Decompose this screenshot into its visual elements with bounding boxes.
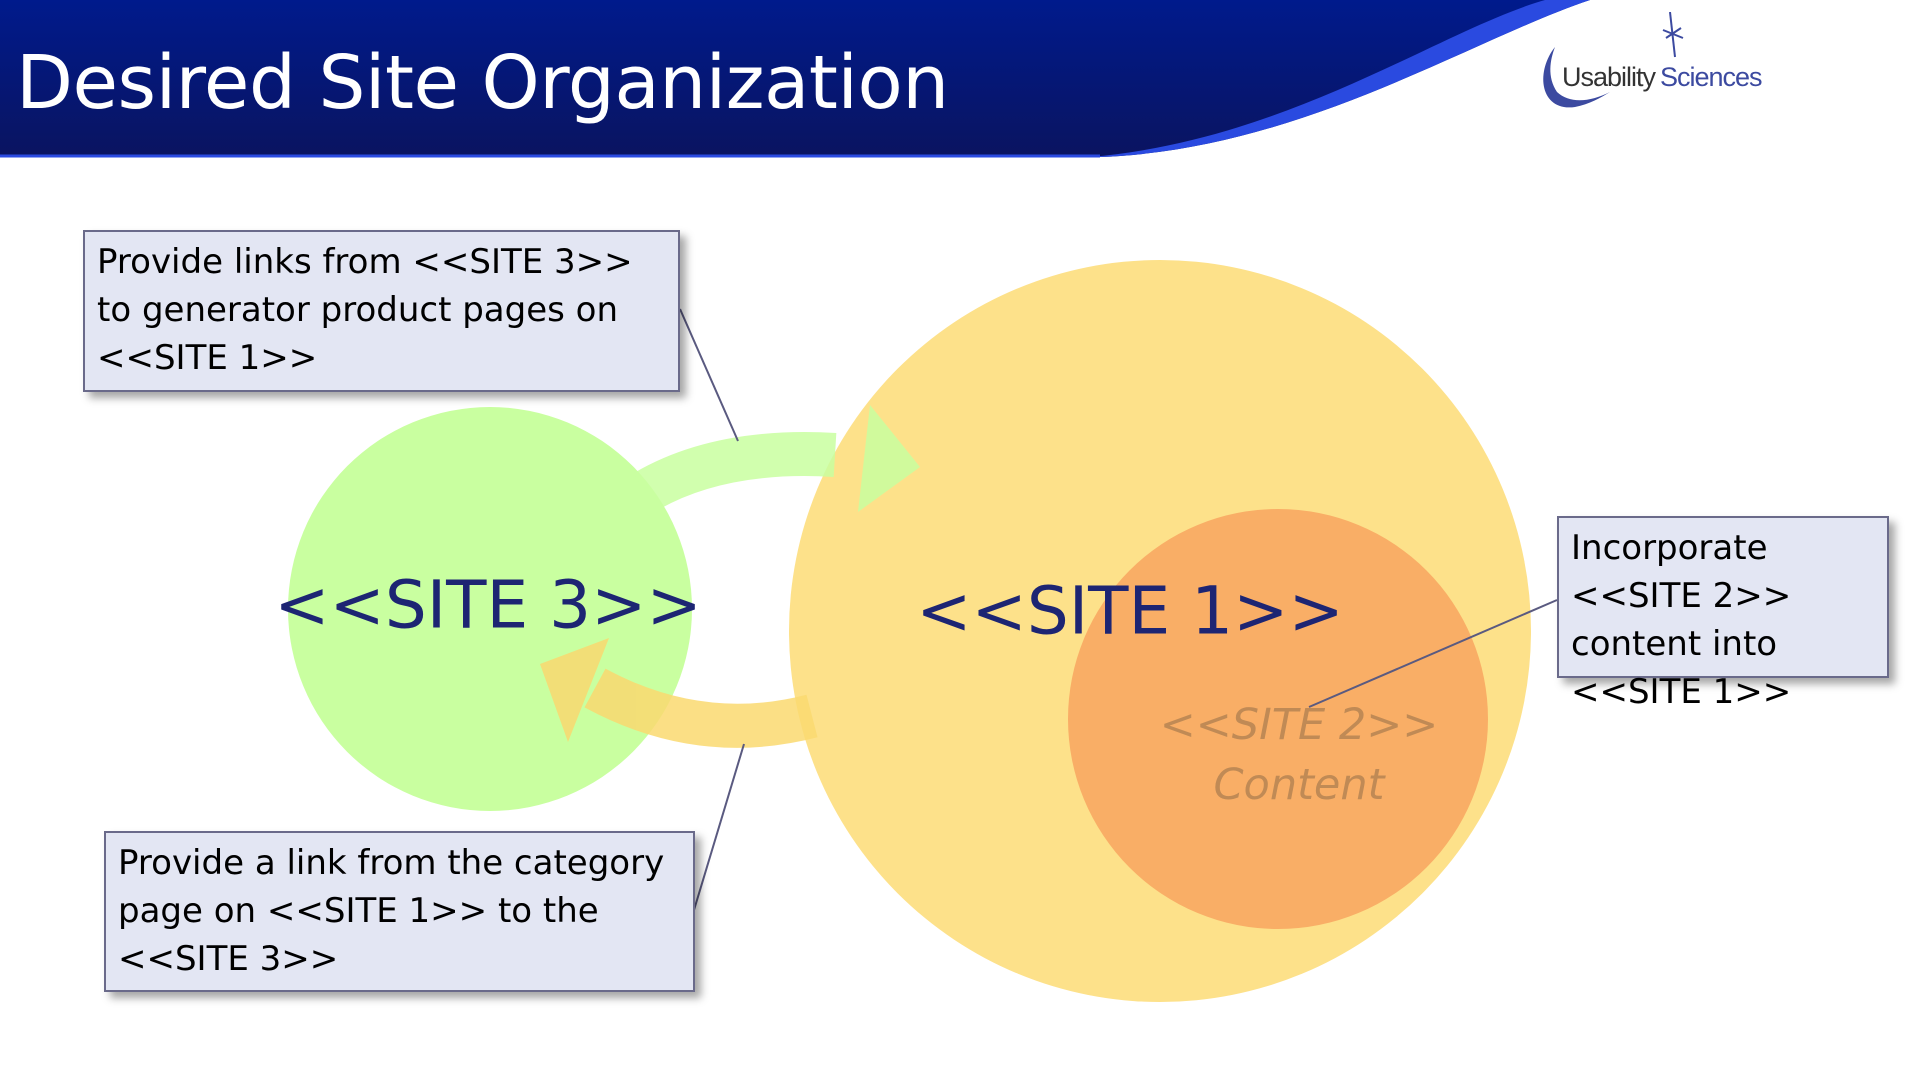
site2-label: <<SITE 2>> Content — [1160, 695, 1439, 815]
header-band — [0, 0, 1590, 157]
site2-label-line1: <<SITE 2>> — [1159, 700, 1439, 750]
logo-word-sciences: Sciences — [1660, 62, 1763, 92]
site3-label: <<SITE 3>> — [274, 566, 702, 644]
header-swoosh — [1090, 0, 1590, 157]
site2-label-line2: Content — [1213, 760, 1385, 810]
callout-category-link: Provide a link from the category page on… — [104, 831, 695, 992]
site1-label: <<SITE 1>> — [916, 572, 1344, 650]
site2-circle — [1068, 509, 1488, 929]
logo-word-usability: Usability — [1562, 62, 1656, 92]
connector-top-left — [679, 308, 739, 442]
callout-incorporate-site2: Incorporate <<SITE 2>> content into <<SI… — [1557, 516, 1889, 712]
connector-bottom-left — [693, 743, 745, 911]
logo-swoosh-icon — [1543, 12, 1684, 108]
connector-right — [1308, 599, 1558, 708]
arrow-site3-to-site1 — [633, 405, 920, 512]
company-logo: Usability Sciences — [1535, 12, 1775, 112]
callout-site3-links: Provide links from <<SITE 3>> to generat… — [83, 230, 680, 392]
page-title: Desired Site Organization — [16, 40, 949, 126]
arrow-site1-to-site3 — [540, 638, 818, 748]
